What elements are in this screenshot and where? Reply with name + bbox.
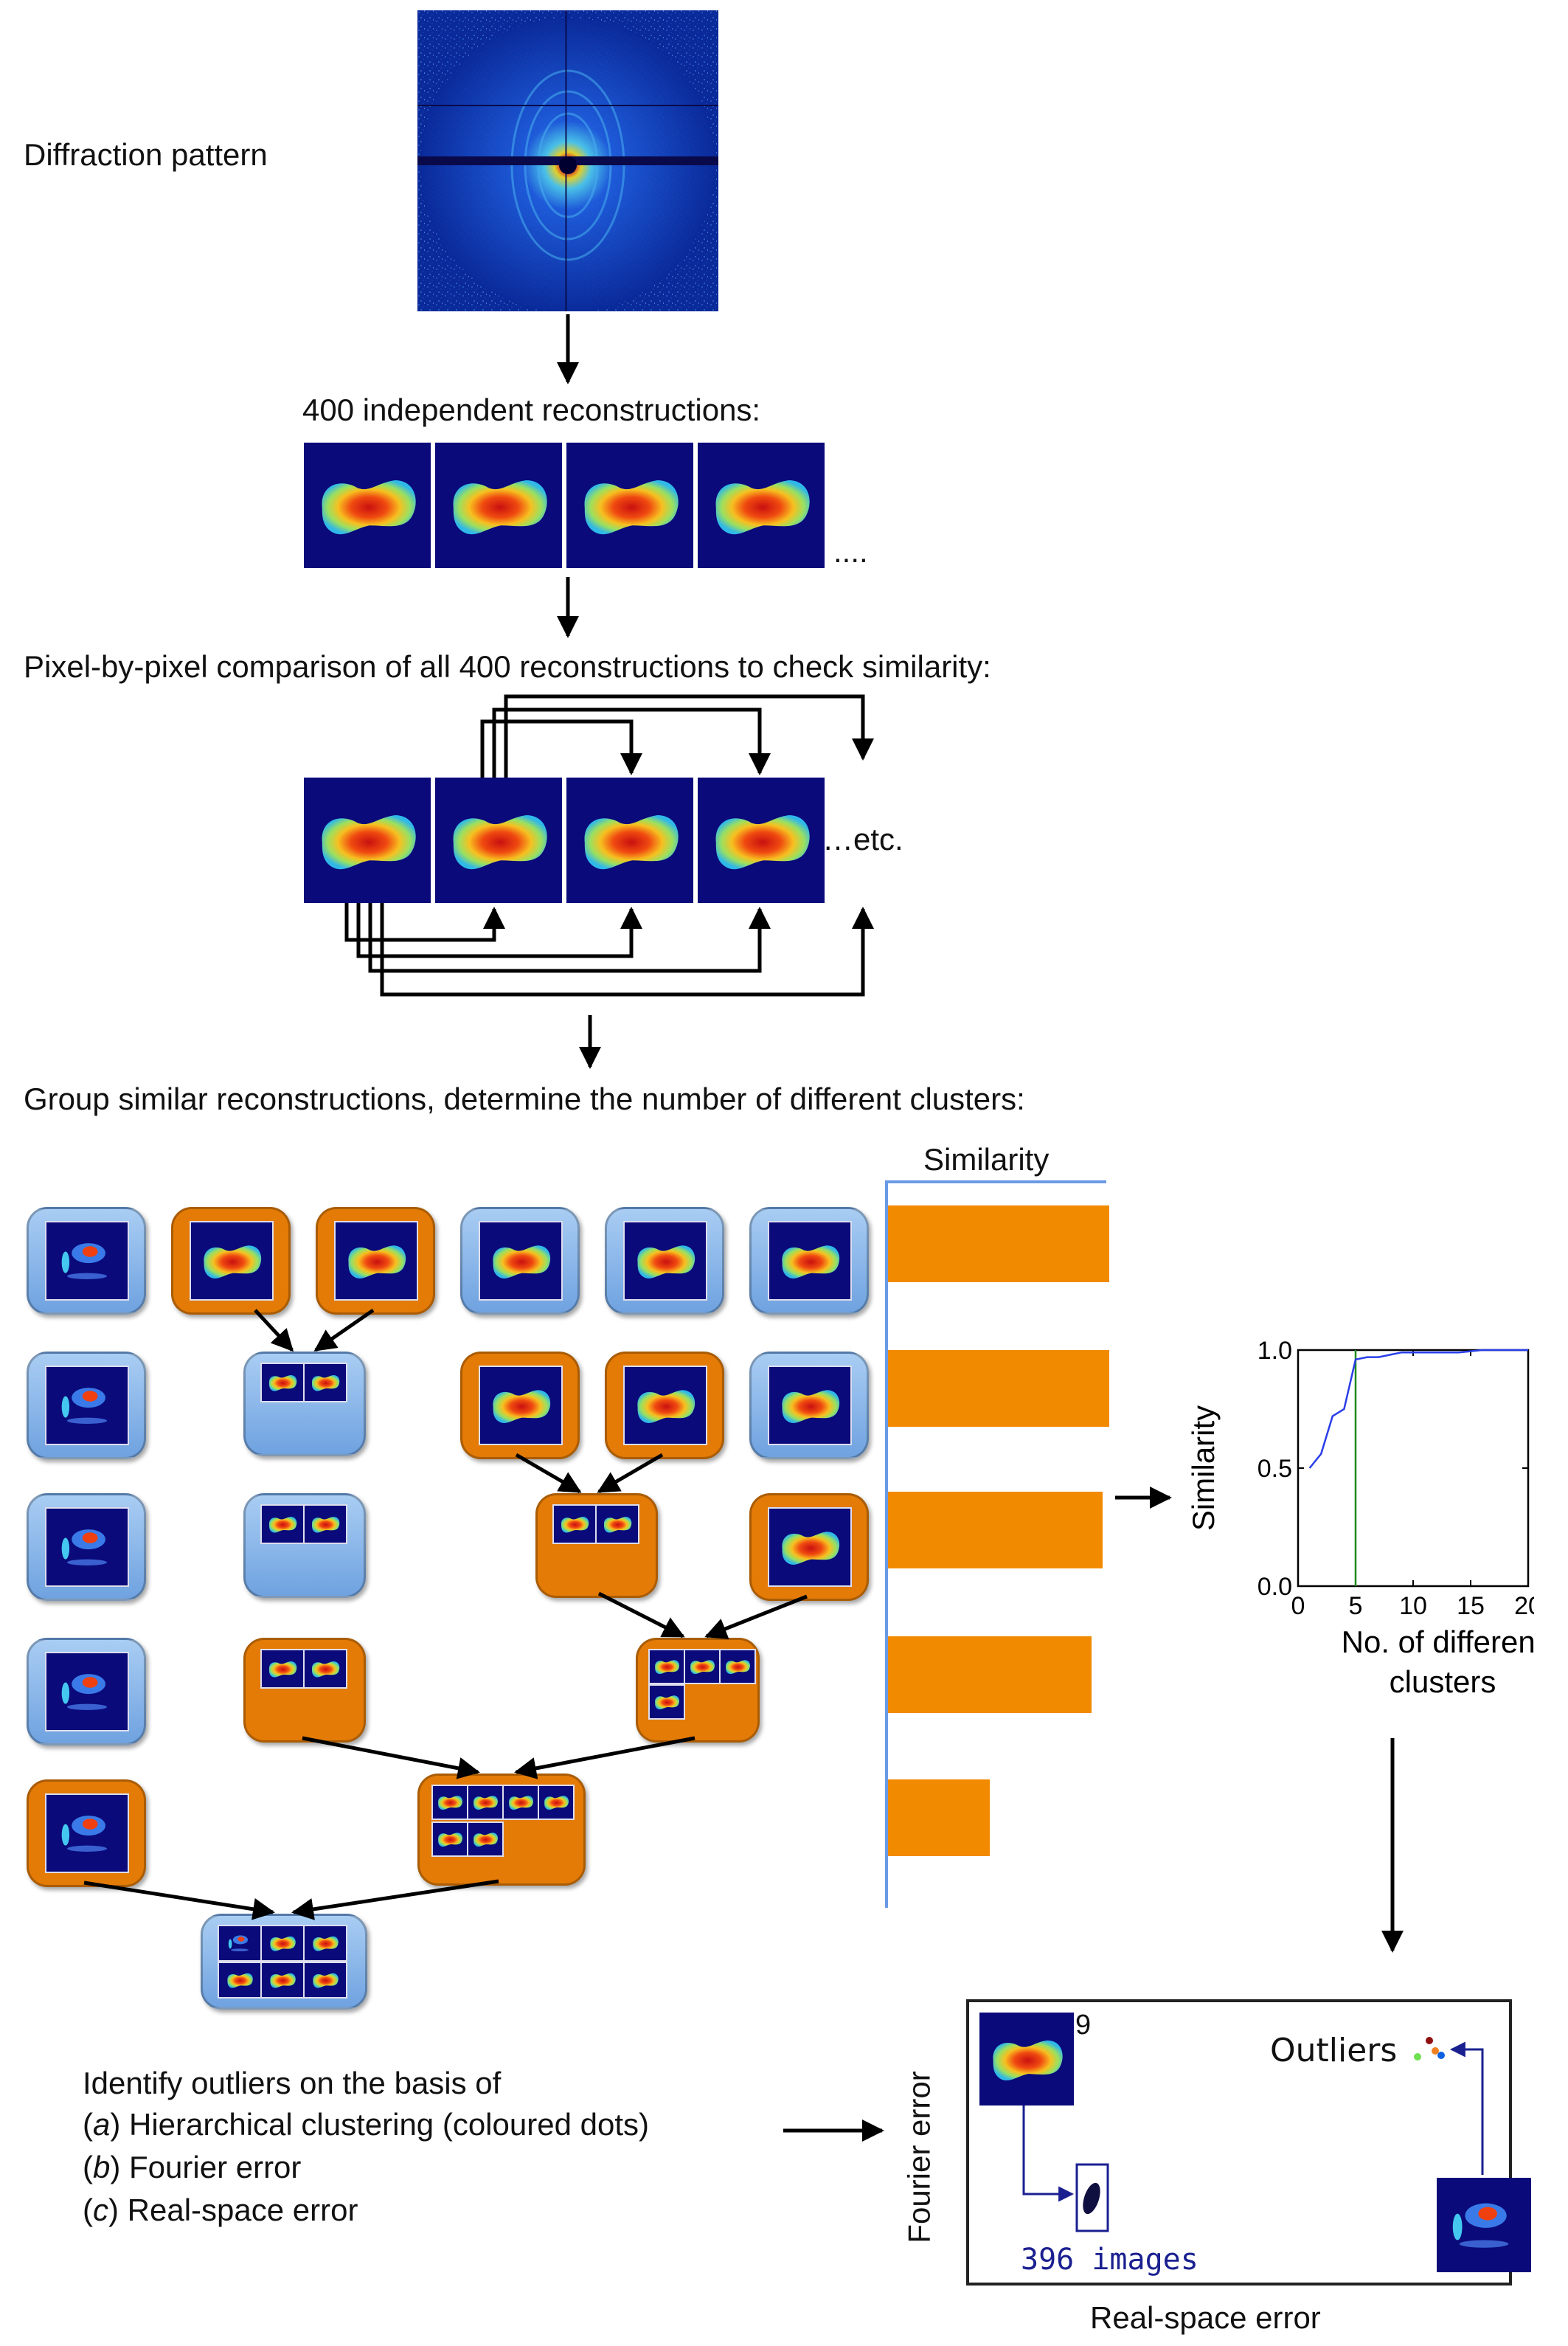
compare-tile-1 [304, 778, 431, 903]
x-tick-label: 10 [1399, 1592, 1427, 1620]
outliers-intro: Identify outliers on the basis of [83, 2066, 502, 2100]
merged-cluster-box [243, 1638, 366, 1743]
root-cluster-box [201, 1914, 367, 2010]
merged-cluster-box [636, 1638, 760, 1743]
merged-cluster-box [243, 1352, 366, 1456]
compare-tile-3 [566, 778, 693, 903]
similarity-line-chart: 0 5 10 15 20 0.0 0.5 1.0No. of differentcluster… [1186, 1337, 1534, 1699]
scatter-overlay [1022, 2037, 1484, 2232]
merged-cluster-box [417, 1774, 586, 1886]
x-tick-label: 5 [1349, 1592, 1363, 1620]
cluster-box [316, 1207, 435, 1315]
cluster-box [749, 1352, 869, 1459]
cluster-representative-image [979, 2013, 1074, 2105]
similarity-bar [888, 1636, 1092, 1713]
plot-frame [1297, 1349, 1530, 1588]
diffraction-pattern-image [417, 10, 718, 313]
similarity-bar [888, 1205, 1109, 1282]
y-tick-label: 1.0 [1257, 1337, 1292, 1365]
x-tick-label: 20 [1514, 1592, 1534, 1620]
reconstruction-tile-4 [698, 443, 825, 568]
outlier-criterion-a: (a) Hierarchical clustering (coloured do… [83, 2107, 649, 2142]
cluster-box [27, 1638, 146, 1745]
cluster-box [605, 1207, 724, 1315]
scatter-y-axis-label: Fourier error [901, 2071, 937, 2243]
similarity-bar [888, 1350, 1109, 1427]
outlier-criterion-c: (c) Real-space error [83, 2193, 358, 2227]
outlier-representative-image [1437, 2178, 1531, 2272]
merged-cluster-box [535, 1493, 658, 1598]
cluster-box [27, 1352, 146, 1459]
cluster-box [27, 1207, 146, 1315]
cluster-box [27, 1493, 146, 1601]
y-tick-label: 0.5 [1257, 1455, 1292, 1483]
images-count-label: 396 images [1021, 2243, 1198, 2277]
similarity-header: Similarity [923, 1142, 1050, 1177]
y-axis-label: Similarity [1186, 1405, 1221, 1531]
similarity-bar [888, 1492, 1103, 1568]
pixel-compare-label: Pixel-by-pixel comparison of all 400 rec… [24, 649, 991, 684]
y-tick-label: 0.0 [1257, 1573, 1292, 1601]
x-tick-label: 0 [1291, 1592, 1305, 1620]
similarity-bar [888, 1779, 990, 1856]
similarity-axis-left [885, 1180, 888, 1908]
scatter-x-axis-label: Real-space error [1090, 2300, 1321, 2335]
cluster-box [749, 1493, 869, 1601]
criterion-c-text: ) Real-space error [108, 2193, 358, 2227]
outlier-criterion-b: (b) Fourier error [83, 2150, 302, 2184]
independent-label: 400 independent reconstructions: [302, 392, 761, 427]
reconstruction-tile-1 [304, 443, 431, 568]
compare-tile-2 [435, 778, 562, 903]
similarity-axis-top [885, 1180, 1106, 1183]
similarity-curve [1308, 1349, 1528, 1469]
compare-tile-4 [698, 778, 825, 903]
etc-label: …etc. [822, 822, 903, 857]
ellipsis-label: .... [833, 534, 868, 569]
x-tick-label: 15 [1457, 1592, 1485, 1620]
cluster-box [460, 1207, 580, 1315]
diffraction-label: Diffraction pattern [24, 137, 268, 172]
cluster-box [27, 1779, 146, 1887]
outlier-scatter-panel: 9 Outliers 396 images [966, 1999, 1531, 2286]
cluster-box [171, 1207, 291, 1315]
criterion-c-letter: c [93, 2193, 108, 2227]
cluster-box [605, 1352, 724, 1459]
merged-cluster-box [243, 1493, 366, 1598]
criterion-a-letter: a [93, 2107, 111, 2142]
outliers-label: Outliers [1270, 2032, 1398, 2069]
cluster-box [460, 1352, 580, 1459]
cluster-count-label: 9 [1075, 2010, 1092, 2041]
criterion-a-text: ) Hierarchical clustering (coloured dots… [110, 2107, 649, 2142]
criterion-b-text: ) Fourier error [110, 2150, 302, 2184]
group-label: Group similar reconstructions, determine… [24, 1082, 1025, 1116]
cluster-box [749, 1207, 869, 1315]
reconstruction-tile-3 [566, 443, 693, 568]
reconstruction-tile-2 [435, 443, 562, 568]
criterion-b-letter: b [93, 2150, 111, 2184]
